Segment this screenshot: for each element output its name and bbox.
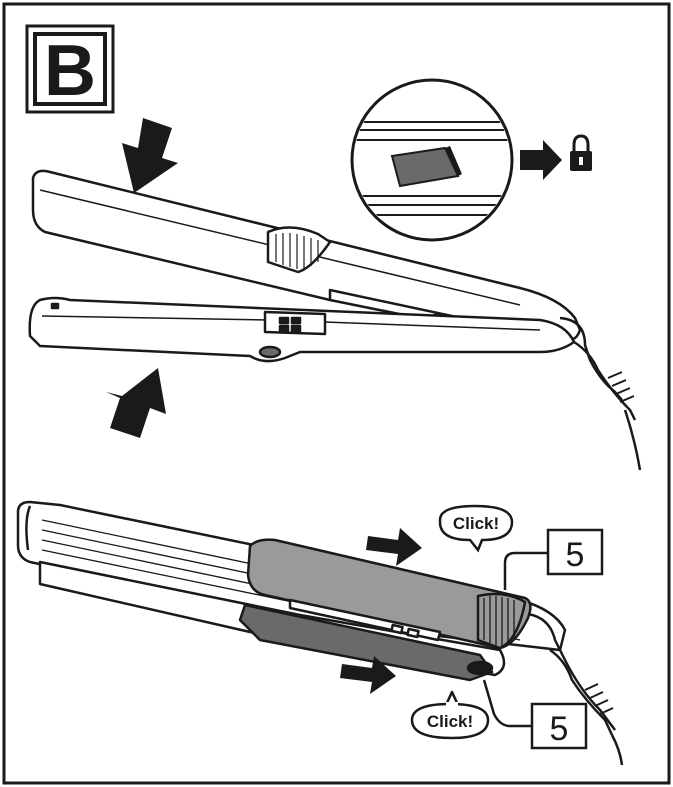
click-label-upper: Click! [453,514,499,533]
hinge-cord-top [559,316,642,471]
part-callout-lower: 5 [482,679,588,750]
click-bubble-lower: Click! [410,690,490,740]
panel-label-box: B [25,24,115,114]
panel-label: B [44,31,96,111]
part-number-lower: 5 [550,710,569,748]
arrow-icon [122,118,178,193]
lock-icon [570,134,592,171]
hinge-cord-bottom [527,612,624,766]
arrow-icon [340,656,396,694]
part-callout-upper: 5 [503,528,604,590]
upper-arm [31,169,582,342]
arrow-icon [106,368,166,438]
click-bubble-upper: Click! [438,504,514,553]
lock-switch-magnified [350,78,514,242]
lower-arm [28,296,576,363]
arrow-icon [520,140,562,180]
protective-cover [246,538,532,650]
part-number-upper: 5 [566,536,585,574]
arrow-icon [366,528,422,566]
click-label-lower: Click! [427,712,473,731]
